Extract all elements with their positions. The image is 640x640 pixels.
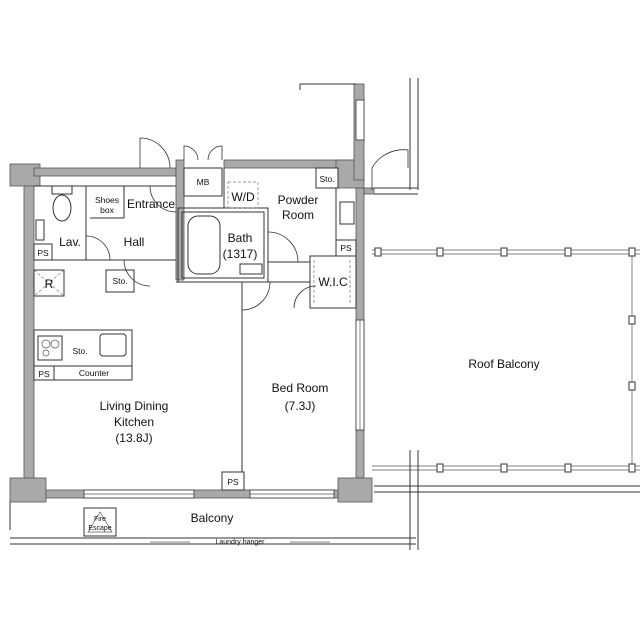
washer-dryer-space — [227, 181, 259, 209]
ps-label-lav: PS — [37, 248, 49, 258]
ldk-label-line3: (13.8J) — [115, 431, 152, 445]
powder-sink-icon — [339, 201, 355, 225]
ps-label-bedroom: PS — [227, 477, 239, 487]
mb-label: MB — [197, 177, 210, 187]
powder-room-label-line1: Powder — [278, 193, 319, 207]
roof-balcony-frame — [372, 78, 640, 500]
ldk-label-line2: Kitchen — [114, 415, 154, 429]
hall-label: Hall — [124, 235, 145, 249]
refrigerator-label: R — [45, 277, 54, 291]
storage-label-hall: Sto. — [112, 276, 127, 286]
roof-balcony-label: Roof Balcony — [468, 357, 539, 371]
interior-walls — [33, 83, 357, 491]
wic-label: W.I.C — [318, 275, 348, 289]
fire-escape-label-line2: Escape — [88, 525, 111, 532]
shoes-box-label-line2: box — [100, 205, 114, 215]
lav-sink-icon — [35, 219, 45, 241]
bath-label-line1: Bath — [228, 231, 253, 245]
bath-label-line2: (1317) — [223, 247, 258, 261]
lav-label: Lav. — [59, 235, 81, 249]
room-labels: Living Dining Kitchen (13.8J) Bed Room (… — [59, 193, 540, 525]
balcony-label: Balcony — [191, 511, 234, 525]
windows — [83, 99, 365, 499]
entrance-label: Entrance — [127, 197, 175, 211]
fixture-labels: Shoes box MB W/D Sto. Sto. Sto. PS PS PS… — [37, 174, 352, 546]
ldk-label-line1: Living Dining — [100, 399, 169, 413]
powder-room-label-line2: Room — [282, 208, 314, 222]
doors — [85, 137, 409, 311]
exterior-walls — [9, 83, 375, 503]
front-balcony — [9, 500, 419, 550]
counter-label: Counter — [79, 368, 109, 378]
kitchen-counter — [33, 329, 133, 381]
ps-label-wic: PS — [340, 243, 352, 253]
shoes-box-label-line1: Shoes — [95, 195, 119, 205]
bedroom-label-line2: (7.3J) — [285, 399, 316, 413]
laundry-hanger-label: Laundry hanger — [215, 539, 265, 546]
fire-escape-label-line1: Fire — [94, 516, 106, 523]
storage-label-top: Sto. — [319, 174, 334, 184]
bathtub-icon — [187, 215, 263, 275]
meter-box — [183, 167, 223, 197]
wd-label: W/D — [231, 190, 255, 204]
storage-box-top — [315, 167, 339, 189]
storage-label-kitchen: Sto. — [72, 346, 87, 356]
bedroom-label-line1: Bed Room — [272, 381, 329, 395]
ps-label-kitchen: PS — [38, 369, 50, 379]
toilet-icon — [51, 185, 73, 222]
refrigerator-space — [33, 269, 65, 297]
